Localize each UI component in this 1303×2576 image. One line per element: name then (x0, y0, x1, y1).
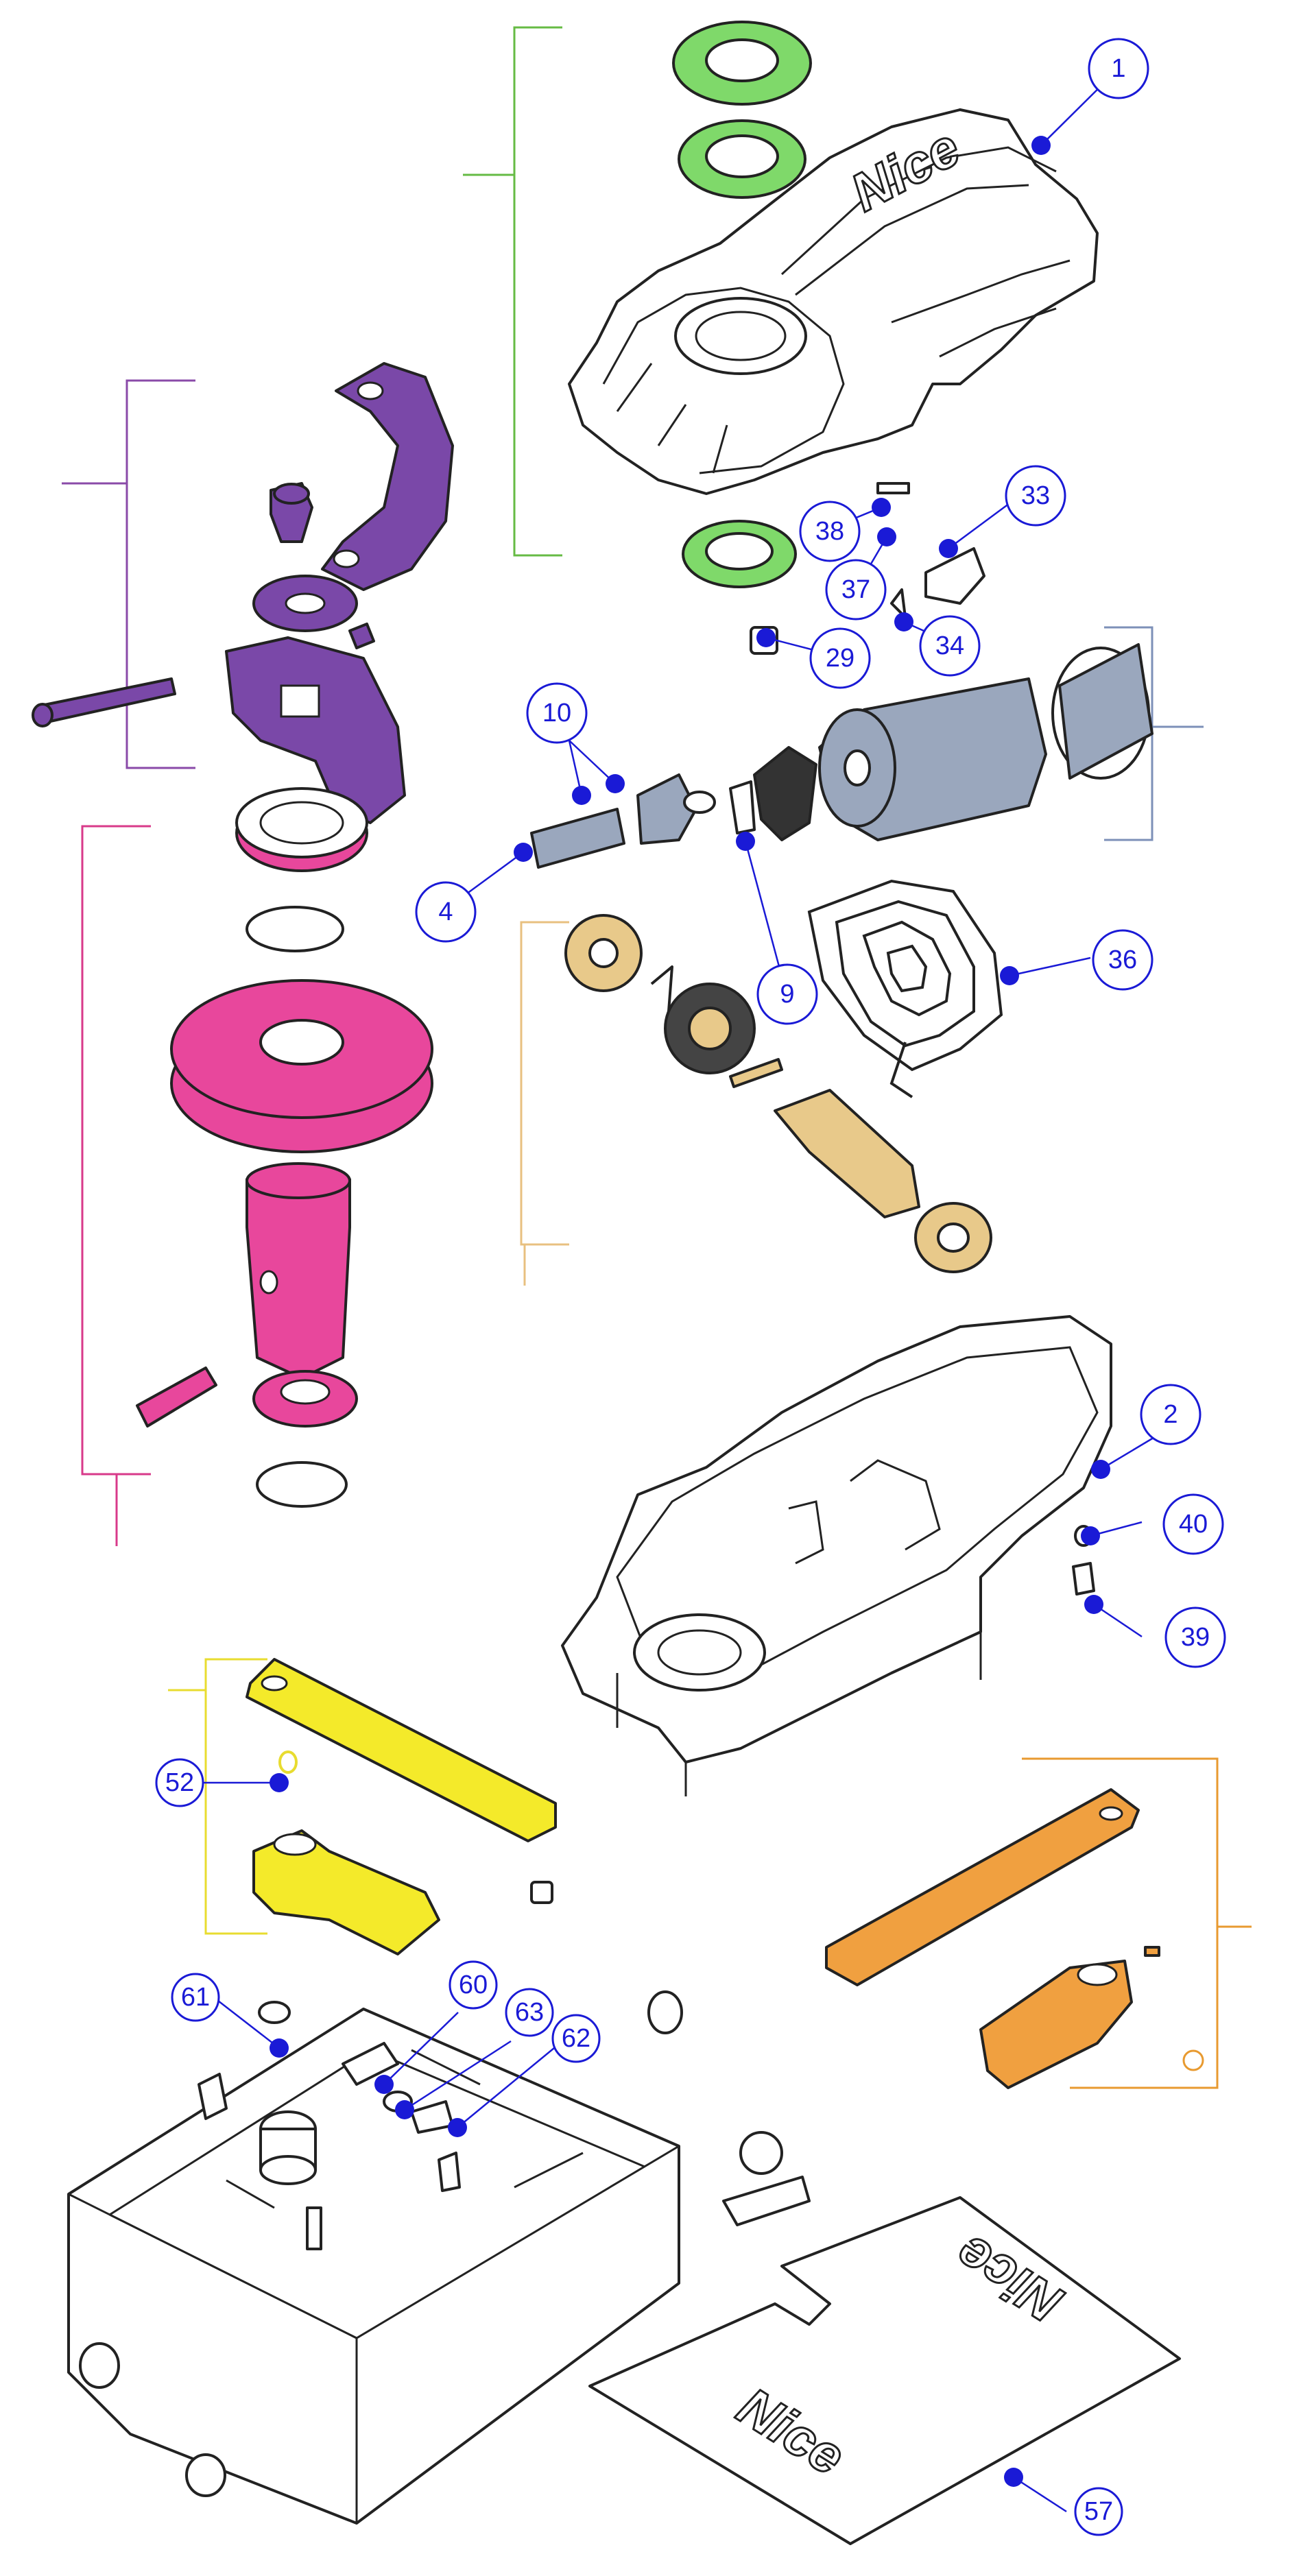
callout-bubble-9: 9 (756, 963, 818, 1025)
bracket-green (463, 26, 562, 557)
callout-label-36: 36 (1108, 946, 1137, 974)
callout-label-40: 40 (1179, 1510, 1208, 1539)
callout-label-62: 62 (562, 2024, 590, 2053)
top-cover: Nice (568, 108, 1099, 495)
callout-bubble-10: 10 (526, 682, 588, 744)
bracket-pink (81, 825, 151, 1546)
callout-bubble-1: 1 (1088, 38, 1149, 99)
bracket-orange (1022, 1757, 1252, 2089)
callout-bubble-36: 36 (1092, 929, 1153, 991)
callout-label-63: 63 (515, 1998, 544, 2027)
callout-label-61: 61 (181, 1983, 210, 2012)
callout-bubble-57: 57 (1074, 2487, 1123, 2536)
callout-bubble-61: 61 (171, 1973, 220, 2022)
callout-label-37: 37 (841, 575, 870, 604)
tan-bearing-group (564, 914, 992, 1273)
callout-bubble-52: 52 (155, 1758, 204, 1807)
callout-leaders (203, 68, 1168, 2513)
callout-label-52: 52 (165, 1768, 194, 1797)
callout-label-4: 4 (438, 898, 453, 926)
callout-bubble-2: 2 (1140, 1384, 1202, 1445)
callout-label-2: 2 (1163, 1400, 1178, 1429)
callout-label-29: 29 (826, 644, 854, 673)
callout-bubble-62: 62 (551, 2014, 601, 2063)
callout-bubble-37: 37 (825, 559, 887, 621)
callout-bubble-40: 40 (1162, 1493, 1224, 1555)
pink-gear-group (136, 787, 433, 1508)
callout-label-60: 60 (459, 1971, 488, 1999)
callout-label-34: 34 (935, 631, 964, 660)
callout-label-9: 9 (780, 980, 794, 1009)
callout-bubble-29: 29 (809, 627, 871, 689)
callout-bubble-39: 39 (1164, 1606, 1226, 1668)
purple-arm-group (32, 362, 454, 824)
bracket-tan (520, 921, 569, 1286)
yellow-bracket-group (246, 1658, 557, 1955)
callout-bubble-33: 33 (1005, 465, 1066, 527)
base-housing (561, 1315, 1112, 1796)
callout-bubble-60: 60 (449, 1960, 498, 2010)
group-brackets (62, 26, 1252, 2089)
callout-bubble-4: 4 (415, 881, 477, 943)
spiral-spring (807, 879, 1003, 1098)
callout-label-1: 1 (1111, 54, 1125, 83)
callout-bubble-38: 38 (799, 501, 861, 562)
callout-bubble-34: 34 (919, 615, 981, 677)
orange-bracket-group (825, 1788, 1204, 2089)
foundation-box (67, 2008, 680, 2525)
callout-label-39: 39 (1181, 1623, 1210, 1652)
bracket-yellow (168, 1658, 267, 1935)
callout-label-57: 57 (1084, 2497, 1113, 2526)
callout-bubble-63: 63 (505, 1988, 554, 2037)
callout-label-33: 33 (1021, 481, 1050, 510)
callout-label-10: 10 (542, 699, 571, 727)
drive-train (530, 643, 1153, 869)
green-seals (672, 21, 812, 588)
bracket-purple (62, 379, 195, 769)
callout-label-38: 38 (815, 517, 844, 546)
